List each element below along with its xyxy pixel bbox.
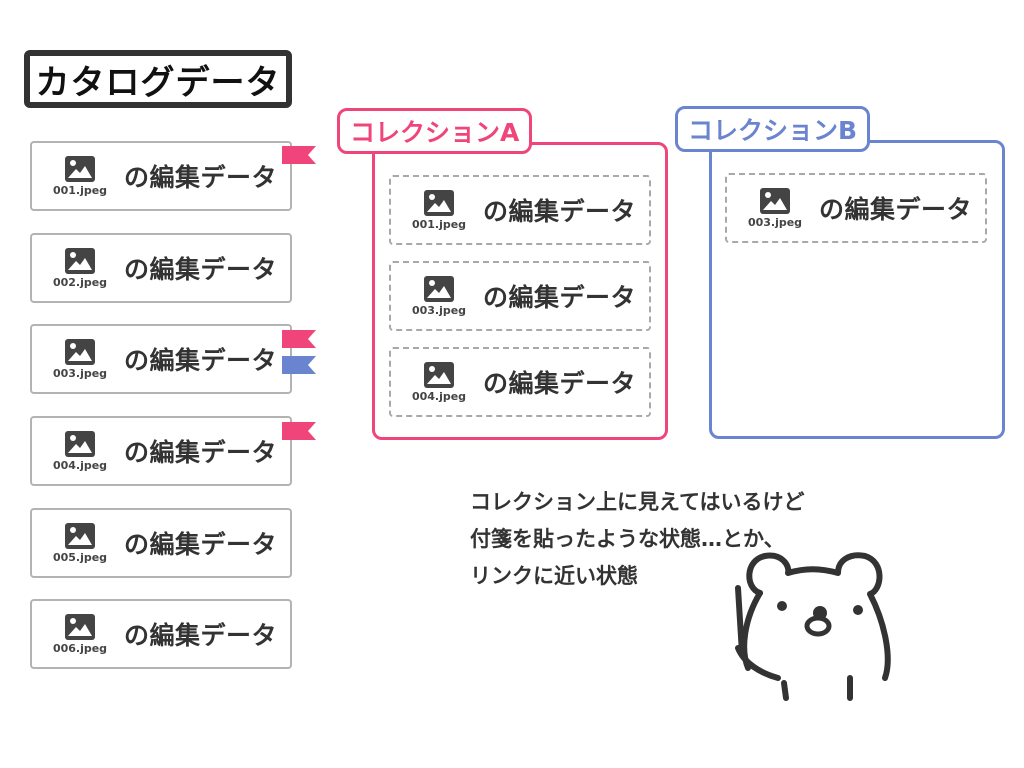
- image-icon: [65, 522, 95, 549]
- file-name: 006.jpeg: [52, 641, 108, 655]
- catalog-item-001[interactable]: 001.jpeg の編集データ: [30, 141, 292, 211]
- collection-b-title: コレクションB: [675, 106, 871, 152]
- collection-a-item-004[interactable]: 004.jpeg の編集データ: [389, 347, 651, 417]
- blue-flag-icon: [282, 356, 316, 374]
- catalog-item-002[interactable]: 002.jpeg の編集データ: [30, 233, 292, 303]
- note-line: 付箋を貼ったような状態…とか、: [470, 527, 785, 551]
- catalog-item-003[interactable]: 003.jpeg の編集データ: [30, 324, 292, 394]
- pink-flag-icon: [282, 330, 316, 348]
- item-label: の編集データ: [124, 621, 278, 650]
- item-label: の編集データ: [124, 255, 278, 284]
- file-name: 001.jpeg: [411, 217, 467, 231]
- bear-illustration-icon: [735, 552, 891, 701]
- file-name: 003.jpeg: [52, 366, 108, 380]
- item-label: の編集データ: [483, 283, 637, 312]
- pink-flag-icon: [282, 422, 316, 440]
- file-name: 004.jpeg: [52, 458, 108, 472]
- note-line: コレクション上に見えてはいるけど: [470, 490, 805, 514]
- catalog-title: カタログデータ: [24, 50, 292, 108]
- item-label: の編集データ: [124, 163, 278, 192]
- explanation-note: コレクション上に見えてはいるけど 付箋を貼ったような状態…とか、 リンクに近い状…: [470, 484, 805, 595]
- item-label: の編集データ: [483, 369, 637, 398]
- image-icon: [424, 189, 454, 216]
- file-name: 003.jpeg: [411, 303, 467, 317]
- image-icon: [65, 430, 95, 457]
- pink-flag-icon: [282, 146, 316, 164]
- image-icon: [424, 361, 454, 388]
- catalog-item-004[interactable]: 004.jpeg の編集データ: [30, 416, 292, 486]
- file-name: 003.jpeg: [747, 215, 803, 229]
- image-icon: [65, 247, 95, 274]
- file-name: 002.jpeg: [52, 275, 108, 289]
- collection-b-item-003[interactable]: 003.jpeg の編集データ: [725, 173, 987, 243]
- collection-a-title: コレクションA: [337, 108, 533, 154]
- image-icon: [65, 613, 95, 640]
- note-line: リンクに近い状態: [470, 564, 638, 588]
- item-label: の編集データ: [483, 197, 637, 226]
- item-label: の編集データ: [124, 346, 278, 375]
- file-name: 001.jpeg: [52, 183, 108, 197]
- collection-a-item-001[interactable]: 001.jpeg の編集データ: [389, 175, 651, 245]
- catalog-item-006[interactable]: 006.jpeg の編集データ: [30, 599, 292, 669]
- image-icon: [424, 275, 454, 302]
- image-icon: [760, 187, 790, 214]
- item-label: の編集データ: [124, 438, 278, 467]
- image-icon: [65, 155, 95, 182]
- image-icon: [65, 338, 95, 365]
- file-name: 005.jpeg: [52, 550, 108, 564]
- collection-a-item-003[interactable]: 003.jpeg の編集データ: [389, 261, 651, 331]
- catalog-item-005[interactable]: 005.jpeg の編集データ: [30, 508, 292, 578]
- item-label: の編集データ: [819, 195, 973, 224]
- file-name: 004.jpeg: [411, 389, 467, 403]
- item-label: の編集データ: [124, 530, 278, 559]
